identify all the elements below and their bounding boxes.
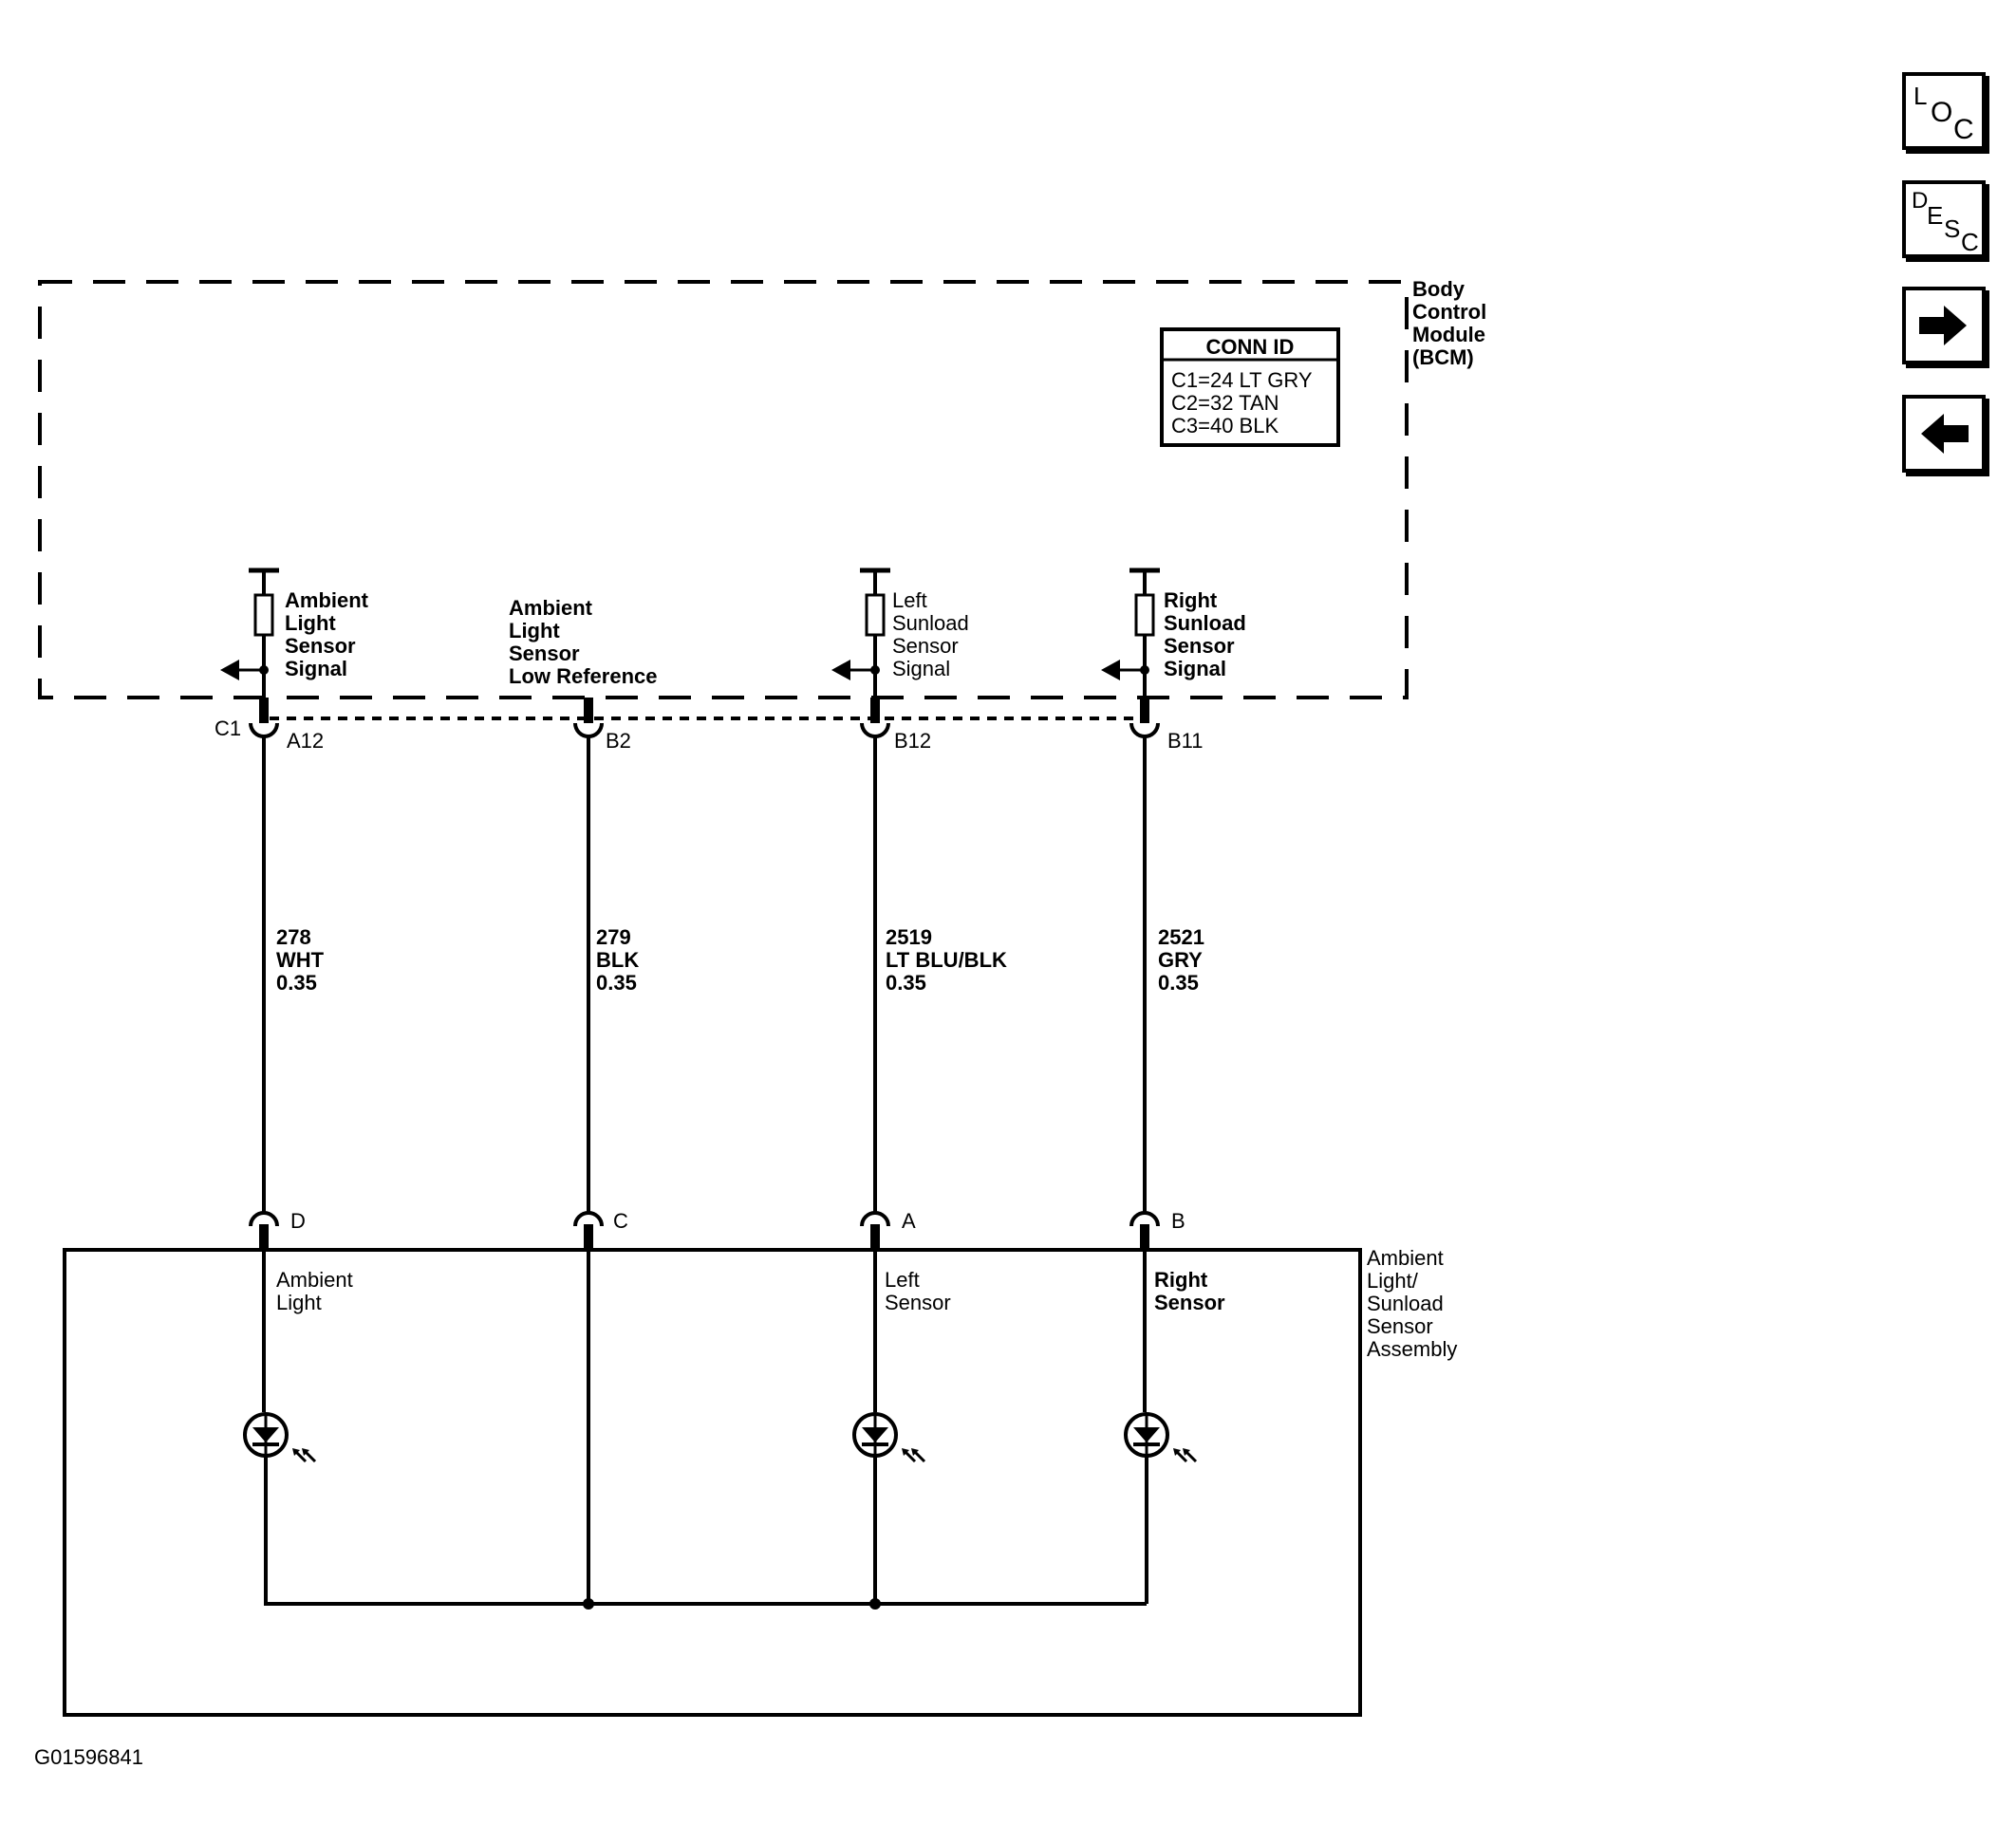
signal-arrow-icon [220, 660, 239, 680]
conn-id-line: C1=24 LT GRY [1171, 368, 1313, 392]
sensor-pin-label: C [613, 1209, 628, 1233]
next-button[interactable] [1902, 287, 1986, 364]
sensor-pin-connector [860, 1211, 890, 1227]
conn-id-title: CONN ID [1206, 335, 1295, 359]
bcm-pin-connector [860, 722, 890, 738]
signal-label: Ambient Light Sensor Signal [285, 588, 374, 680]
bcm-pin-label: B12 [894, 729, 931, 753]
connector-c1-label: C1 [215, 717, 241, 740]
bcm-pin-label: A12 [287, 729, 324, 753]
loc-letter-l: L [1913, 82, 1928, 110]
wire-label: 278 WHT 0.35 [276, 925, 329, 995]
pullup-resistor [253, 593, 274, 637]
desc-letter-d: D [1912, 188, 1929, 214]
component-label: Left Sensor [885, 1268, 951, 1314]
loc-letter-o: O [1931, 97, 1953, 128]
component-label: Ambient Light [276, 1268, 359, 1314]
bcm-pin-connector [1129, 722, 1160, 738]
wire-label: 2519 LT BLU/BLK 0.35 [886, 925, 1013, 995]
figure-id: G01596841 [34, 1745, 143, 1769]
right-arrow-icon [1919, 306, 1967, 345]
conn-id-line: C3=40 BLK [1171, 414, 1279, 437]
pullup-resistor [1134, 593, 1155, 637]
circuit-left-sunload [831, 568, 926, 1610]
pullup-resistor [865, 593, 886, 637]
sensor-pin-connector [573, 1211, 604, 1227]
wire-label: 2521 GRY 0.35 [1158, 925, 1210, 995]
bcm-pin-label: B11 [1167, 729, 1204, 753]
signal-arrow-icon [831, 660, 850, 680]
wire-label: 279 BLK 0.35 [596, 925, 644, 995]
bcm-pin-connector [249, 722, 279, 738]
sensor-pin-label: A [902, 1209, 916, 1233]
sensor-pin-label: D [290, 1209, 306, 1233]
component-label: Right Sensor [1154, 1268, 1225, 1314]
conn-id-table: CONN ID C1=24 LT GRY C2=32 TAN C3=40 BLK [1160, 327, 1340, 447]
photodiode-icon [852, 1412, 926, 1463]
bcm-label: Body Control Module (BCM) [1412, 277, 1492, 369]
photodiode-icon [243, 1412, 317, 1463]
sensor-assembly-label: Ambient Light/ Sunload Sensor Assembly [1367, 1246, 1457, 1361]
left-arrow-icon [1921, 414, 1969, 454]
desc-letter-s: S [1944, 214, 1961, 243]
loc-letter-c: C [1953, 114, 1974, 145]
photodiode-icon [1124, 1412, 1198, 1463]
description-button[interactable]: D E S C [1902, 180, 1986, 258]
sensor-pin-connector [249, 1211, 279, 1227]
sensor-assembly-boundary [63, 1248, 1362, 1717]
signal-arrow-icon [1101, 660, 1120, 680]
desc-letter-c: C [1961, 228, 1979, 256]
signal-label: Right Sunload Sensor Signal [1164, 588, 1252, 680]
desc-letter-e: E [1927, 201, 1944, 230]
bcm-pin-connector [573, 722, 604, 738]
conn-id-line: C2=32 TAN [1171, 391, 1279, 415]
circuit-right-sunload [1101, 568, 1198, 1604]
bcm-pin-label: B2 [606, 729, 631, 753]
circuit-low-reference [573, 698, 604, 1610]
sensor-pin-connector [1129, 1211, 1160, 1227]
sensor-pin-label: B [1171, 1209, 1185, 1233]
signal-label: Left Sunload Sensor Signal [892, 588, 975, 680]
location-button[interactable]: L O C [1902, 72, 1986, 150]
circuit-ambient-light [220, 568, 317, 1604]
previous-button[interactable] [1902, 395, 1986, 473]
signal-label: Ambient Light Sensor Low Reference [509, 596, 658, 688]
bcm-boundary [38, 280, 1409, 699]
